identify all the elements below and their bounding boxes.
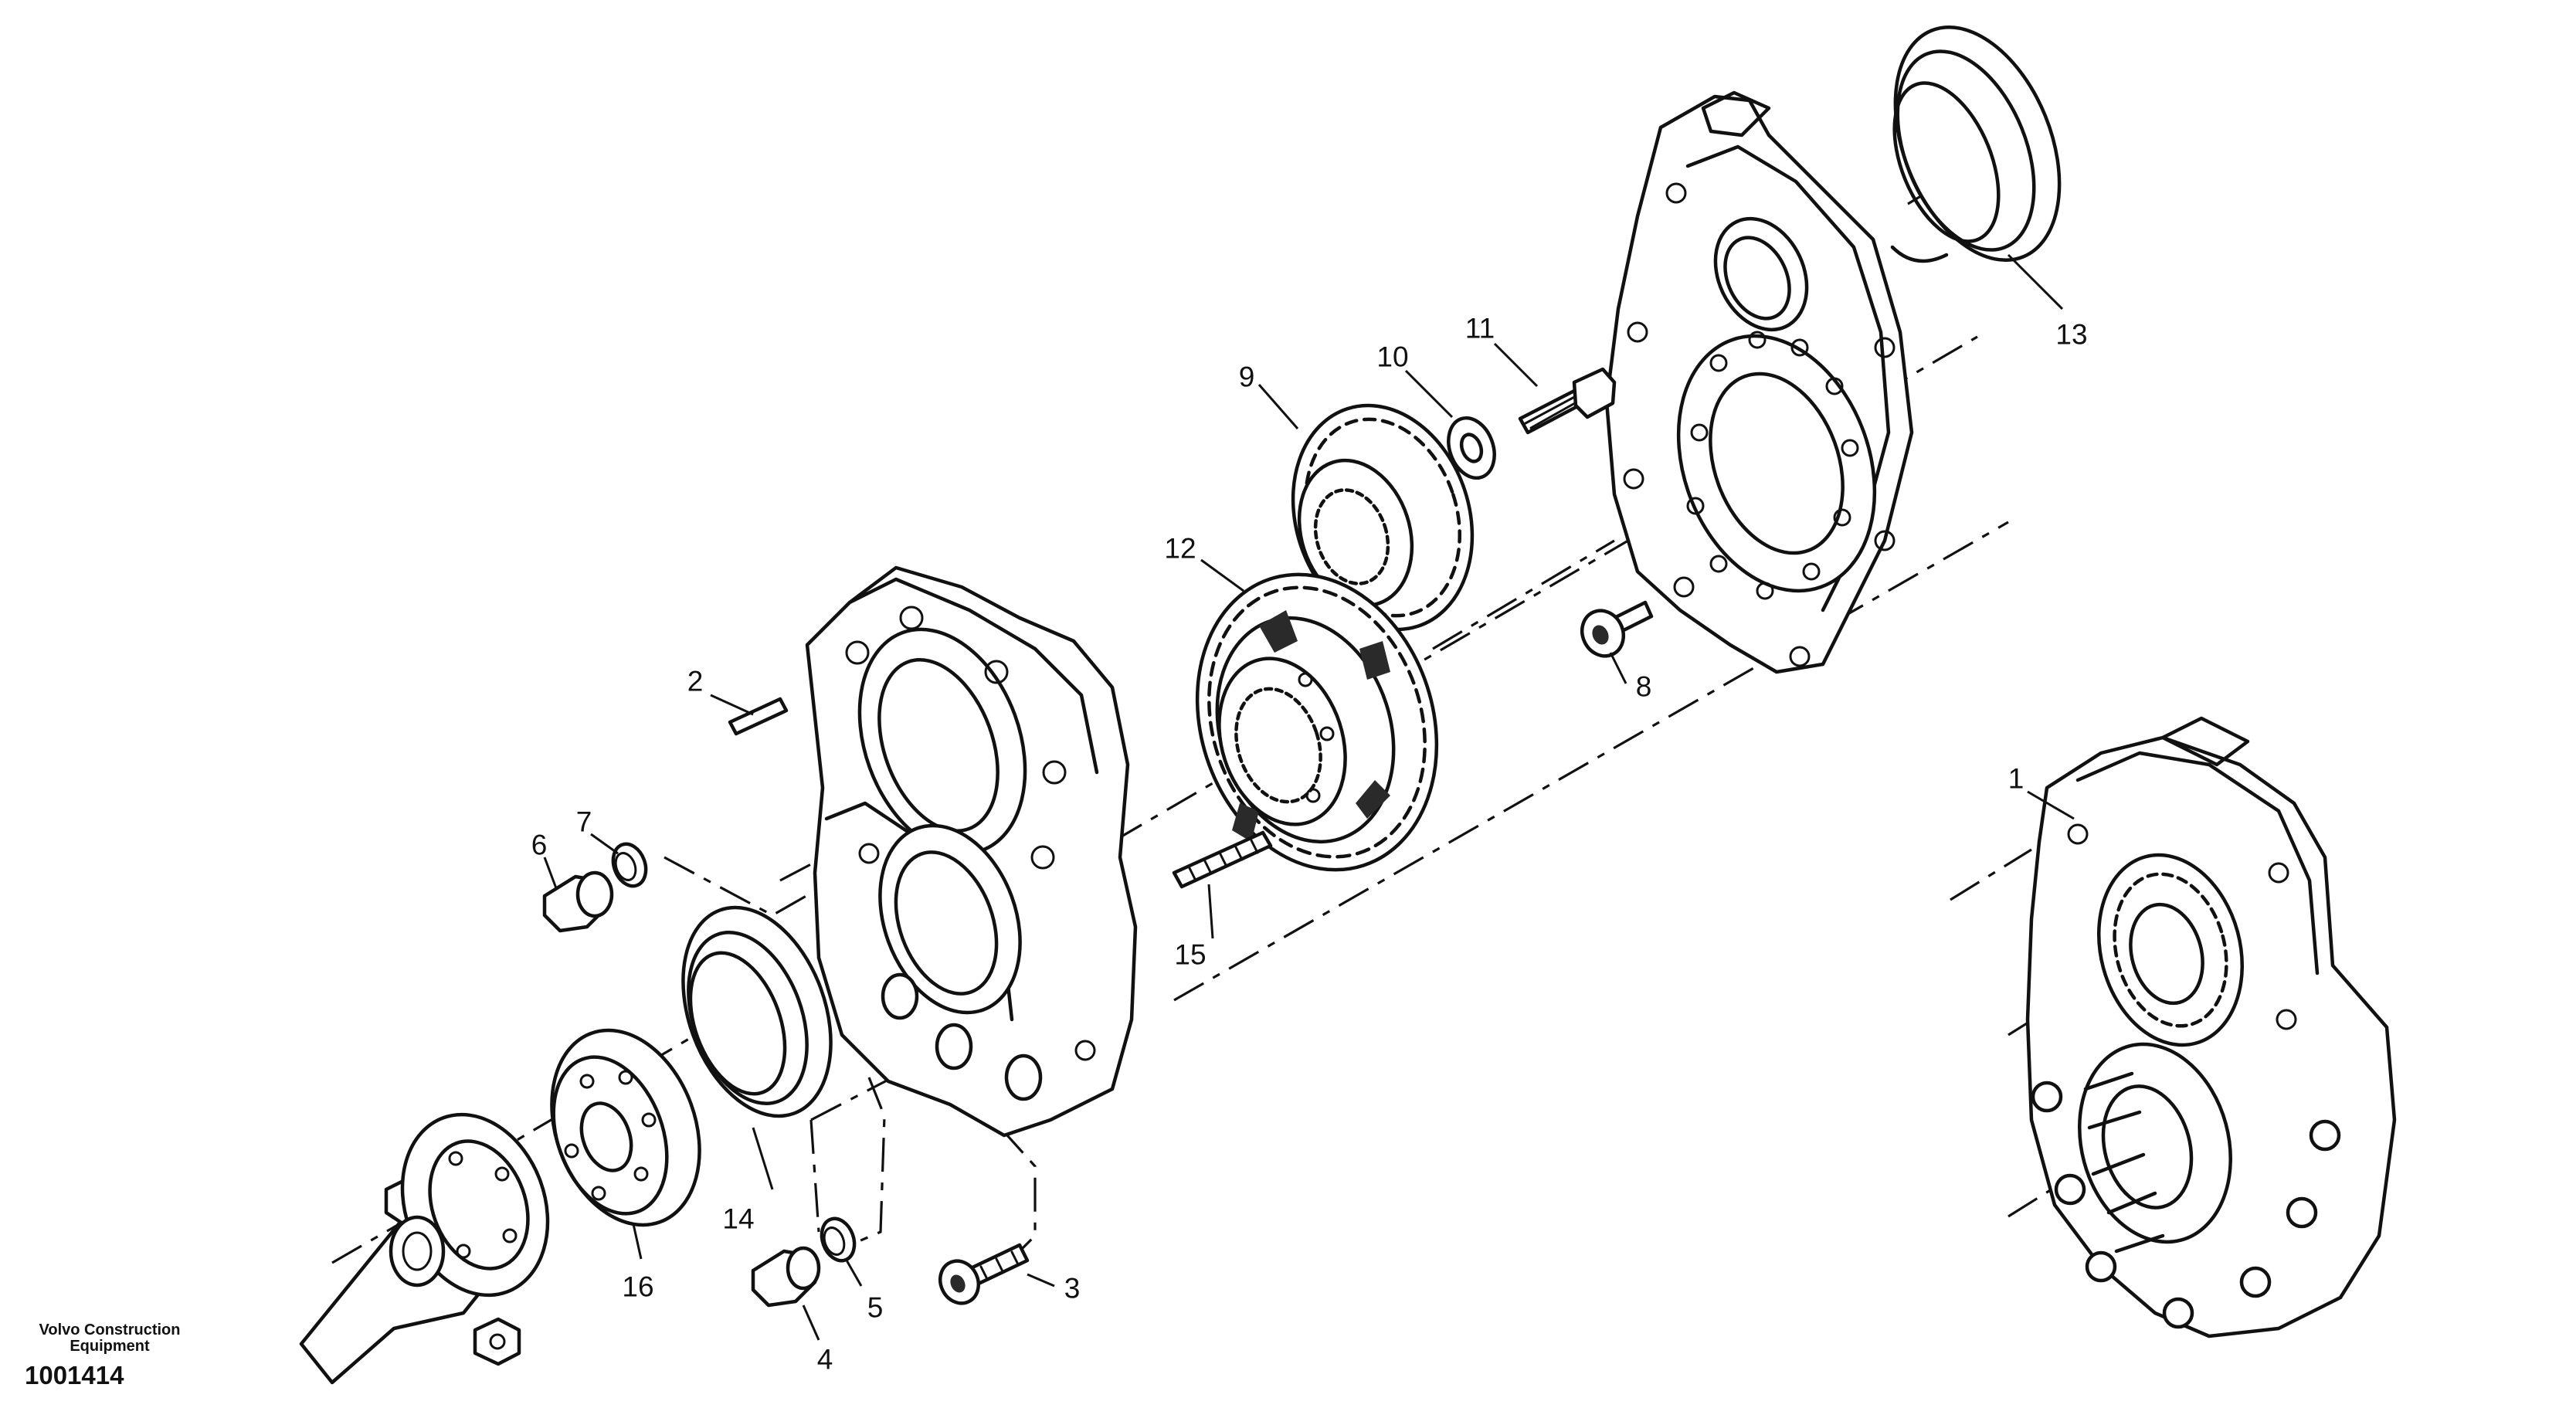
part-7-o-ring: [611, 842, 648, 888]
callout-2: 2: [687, 665, 704, 697]
part-11-bolt: [1518, 367, 1617, 435]
part-12-large-gear: [1195, 572, 1439, 872]
callout-13: 13: [2055, 318, 2088, 351]
part-6-plug: [542, 870, 614, 933]
callout-11: 11: [1464, 312, 1495, 344]
part-10-washer: [1447, 416, 1496, 480]
brand-label: Volvo Construction Equipment: [39, 1321, 181, 1355]
document-number: 1001414: [25, 1361, 124, 1389]
part-2-dowel-pin: [728, 697, 789, 736]
callout-1: 1: [2008, 762, 2024, 795]
callout-14: 14: [722, 1203, 755, 1235]
callout-9: 9: [1238, 361, 1255, 393]
front-housing: [805, 565, 1138, 1138]
callout-12: 12: [1164, 532, 1196, 565]
part-8-screw: [1580, 600, 1654, 658]
callout-7: 7: [575, 806, 592, 838]
part-3-screw: [938, 1243, 1030, 1305]
callout-8: 8: [1635, 670, 1652, 703]
part-1-assembled-transfer-box: [2025, 716, 2397, 1338]
part-4-plug: [751, 1246, 821, 1308]
nut: [473, 1317, 521, 1366]
part-5-o-ring: [820, 1216, 857, 1263]
part-13-seal-ring: [1890, 25, 2062, 263]
part-9-small-gear: [1291, 403, 1475, 632]
flange-bolt-holes: [1686, 331, 1859, 600]
callout-16: 16: [622, 1271, 654, 1303]
callout-leaders: [543, 253, 2075, 1341]
callout-4: 4: [816, 1343, 833, 1376]
callout-5: 5: [867, 1291, 884, 1324]
callout-10: 10: [1376, 341, 1409, 373]
callout-15: 15: [1174, 938, 1207, 971]
part-14-seal: [681, 905, 833, 1118]
rear-housing-cover: [1604, 90, 1914, 674]
part-15-stud: [1172, 830, 1273, 889]
part-16-flange: [550, 1028, 701, 1227]
flange-studs: [2083, 1071, 2165, 1254]
callout-6: 6: [531, 829, 548, 861]
drive-shaft-universal-joint: [299, 1112, 550, 1385]
callout-3: 3: [1064, 1272, 1081, 1305]
